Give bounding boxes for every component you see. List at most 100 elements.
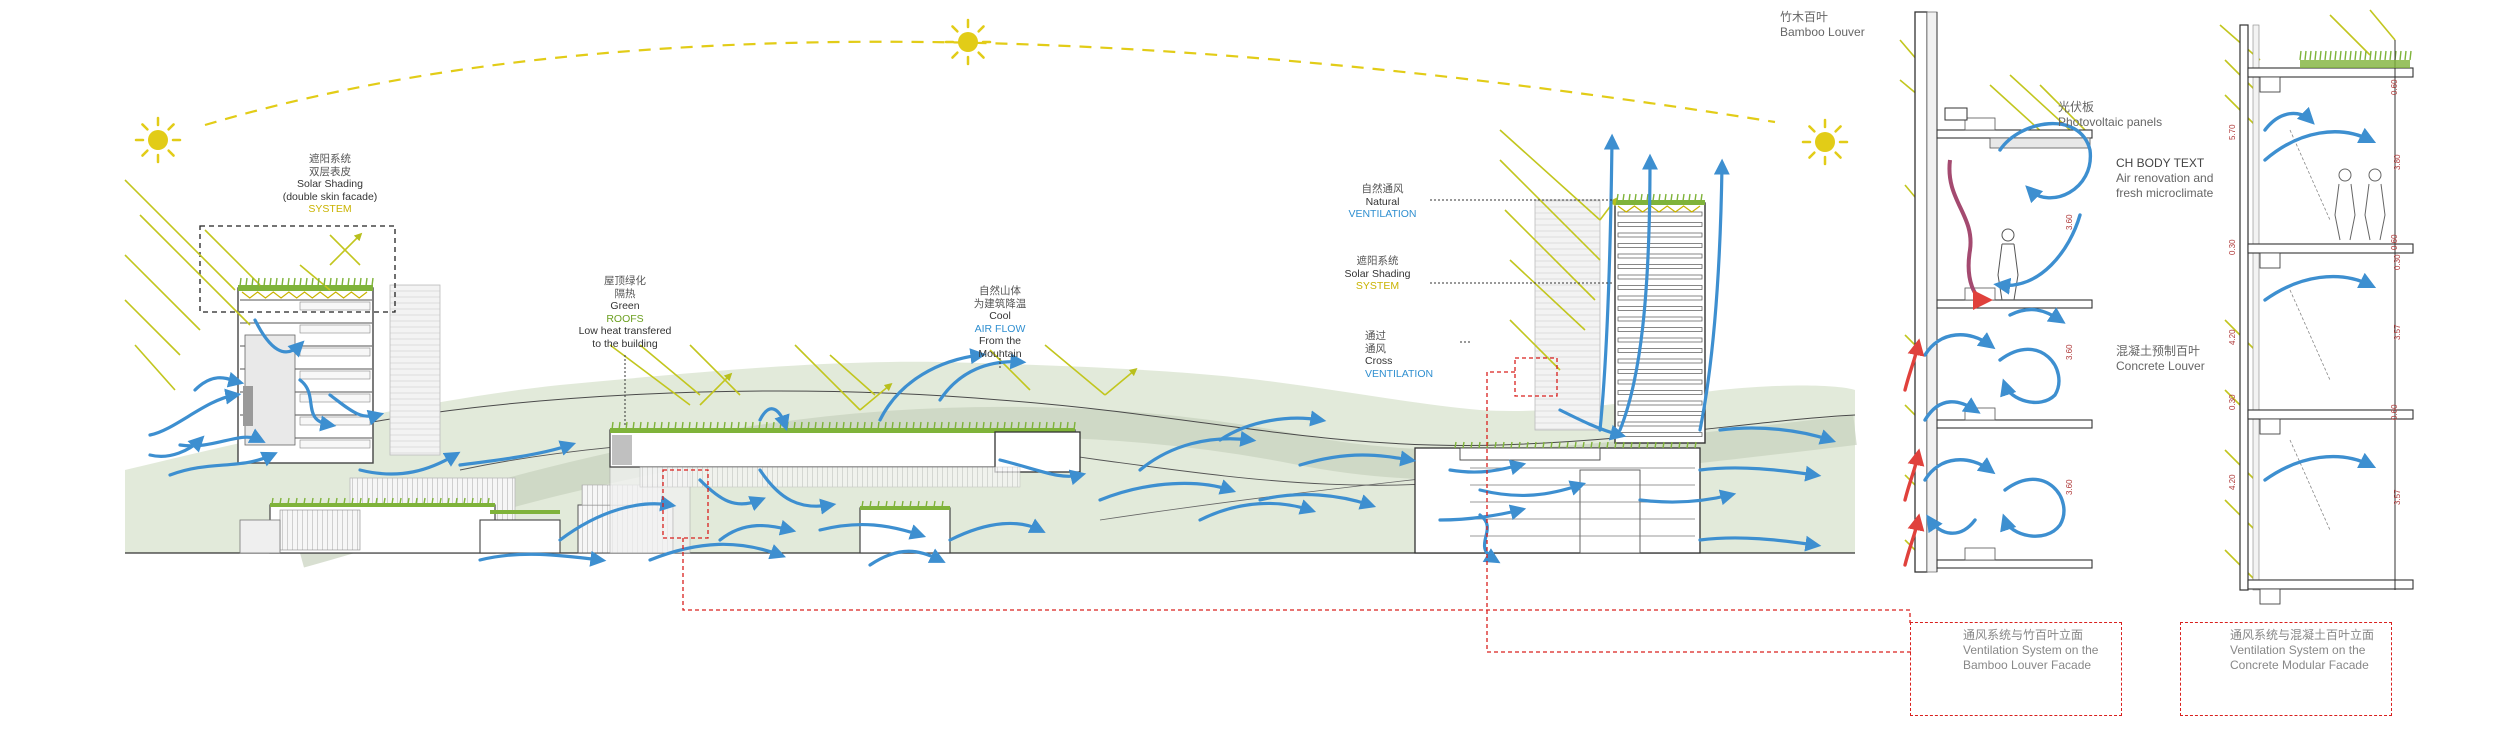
sun-icon — [1801, 118, 1849, 166]
grass-tick — [1700, 193, 1703, 202]
detail-airflow-arrow — [1903, 448, 1925, 502]
grass-tick — [996, 421, 999, 431]
grass-tick — [891, 421, 894, 431]
grass-tick — [737, 421, 740, 431]
grass-tick — [1646, 193, 1649, 202]
louver-line — [2289, 289, 2331, 381]
grass-tick — [359, 277, 362, 287]
label-solar-shading-right-en: Solar Shading — [1344, 267, 1411, 280]
sun-ray — [1499, 159, 1601, 261]
grass-tick — [1010, 421, 1013, 431]
airflow-arrow — [718, 519, 797, 542]
grass-tick — [1646, 441, 1649, 449]
sun-ray — [609, 344, 691, 406]
airflow-arrow — [758, 468, 837, 515]
grass-tick — [407, 497, 410, 505]
grass-tick — [245, 277, 248, 287]
detail-airflow-arrow — [2000, 477, 2066, 538]
airflow-arrow — [193, 371, 245, 392]
grass-tick — [667, 421, 670, 431]
callout-box-concrete — [2180, 622, 2392, 716]
grass-tick — [870, 421, 873, 431]
grass-tick — [940, 421, 943, 431]
sun-ray — [794, 344, 861, 411]
sun-ray — [2039, 84, 2086, 131]
sun-ray — [124, 179, 236, 291]
sun-ray — [2329, 14, 2371, 56]
grass-tick — [2314, 50, 2317, 61]
dimension-label: 0.60 — [2390, 234, 2399, 250]
grass-tick — [1694, 193, 1697, 202]
grass-tick — [1566, 441, 1569, 449]
label-photovoltaic: 光伏板 Photovoltaic panels — [2058, 100, 2162, 130]
detail-airflow-arrow — [1923, 332, 1996, 357]
detail-airflow-arrow — [1903, 513, 1925, 567]
airflow-arrow — [1218, 410, 1327, 442]
sun-ray — [1499, 129, 1601, 221]
grass-tick — [1038, 421, 1041, 431]
dimension-label: 4.20 — [2228, 329, 2237, 345]
grass-tick — [1590, 441, 1593, 449]
grass-tick — [1031, 421, 1034, 431]
sun-ray — [124, 299, 181, 356]
grass-tick — [2309, 50, 2312, 61]
grass-tick — [1686, 441, 1689, 449]
reflected-ray — [699, 372, 733, 406]
grass-tick — [772, 421, 775, 431]
label-photovoltaic-en: Photovoltaic panels — [2058, 115, 2163, 129]
grass-tick — [251, 277, 254, 287]
left-tower — [237, 284, 441, 464]
label-natural-ventilation-zh: 自然通风 — [1361, 183, 1404, 195]
label-ch-body-title: CH BODY TEXT — [2116, 156, 2205, 170]
grass-tick — [431, 497, 434, 505]
grass-tick — [447, 497, 450, 505]
grass-tick — [1534, 441, 1537, 449]
label-bamboo-louver: 竹木百叶 Bamboo Louver — [1780, 10, 1865, 40]
grass-tick — [909, 500, 912, 508]
label-concrete-louver-en: Concrete Louver — [2116, 359, 2205, 373]
grass-tick — [1454, 441, 1457, 449]
callout-box-bamboo-zh: 通风系统与竹百叶立面 — [1963, 628, 2084, 642]
grass-tick — [1664, 193, 1667, 202]
grass-tick — [793, 421, 796, 431]
person-figure-1 — [1997, 228, 2019, 301]
grass-tick — [335, 497, 338, 505]
grass-tick — [1059, 421, 1062, 431]
sun-ray — [1989, 84, 2046, 136]
grass-tick — [1606, 441, 1609, 449]
grass-tick — [327, 497, 330, 505]
reflected-ray — [859, 382, 893, 411]
grass-tick — [1616, 193, 1619, 202]
grass-tick — [989, 421, 992, 431]
grass-tick — [1630, 441, 1633, 449]
grass-tick — [1662, 441, 1665, 449]
beam — [1964, 547, 1996, 561]
grass-tick — [646, 421, 649, 431]
grass-tick — [800, 421, 803, 431]
detail-airflow-arrow — [1923, 457, 1996, 482]
grass-tick — [479, 497, 482, 505]
grass-tick — [311, 497, 314, 505]
grass-tick — [1622, 441, 1625, 449]
grass-tick — [688, 421, 691, 431]
grass-tick — [1542, 441, 1545, 449]
airflow-arrow — [648, 542, 786, 562]
right-tower — [1414, 199, 1706, 554]
grass-tick — [317, 277, 320, 287]
grass-tick — [1670, 441, 1673, 449]
label-green-roofs-en1: Green — [610, 300, 640, 312]
airflow-arrow — [1258, 492, 1377, 510]
label-green-roofs-zh: 屋顶绿化 隔热 — [604, 275, 646, 300]
grass-tick — [1526, 441, 1529, 449]
grass-tick — [1622, 193, 1625, 202]
airflow-arrow — [758, 407, 790, 432]
grass-tick — [695, 421, 698, 431]
dimension-label: 4.20 — [2228, 474, 2237, 490]
grass-tick — [341, 277, 344, 287]
grass-tick — [702, 421, 705, 431]
detail-airflow-arrow — [2263, 106, 2315, 132]
grass-tick — [1628, 193, 1631, 202]
person-figures-2 — [2334, 168, 2386, 241]
grass-tick — [828, 421, 831, 431]
grass-tick — [2384, 50, 2387, 61]
